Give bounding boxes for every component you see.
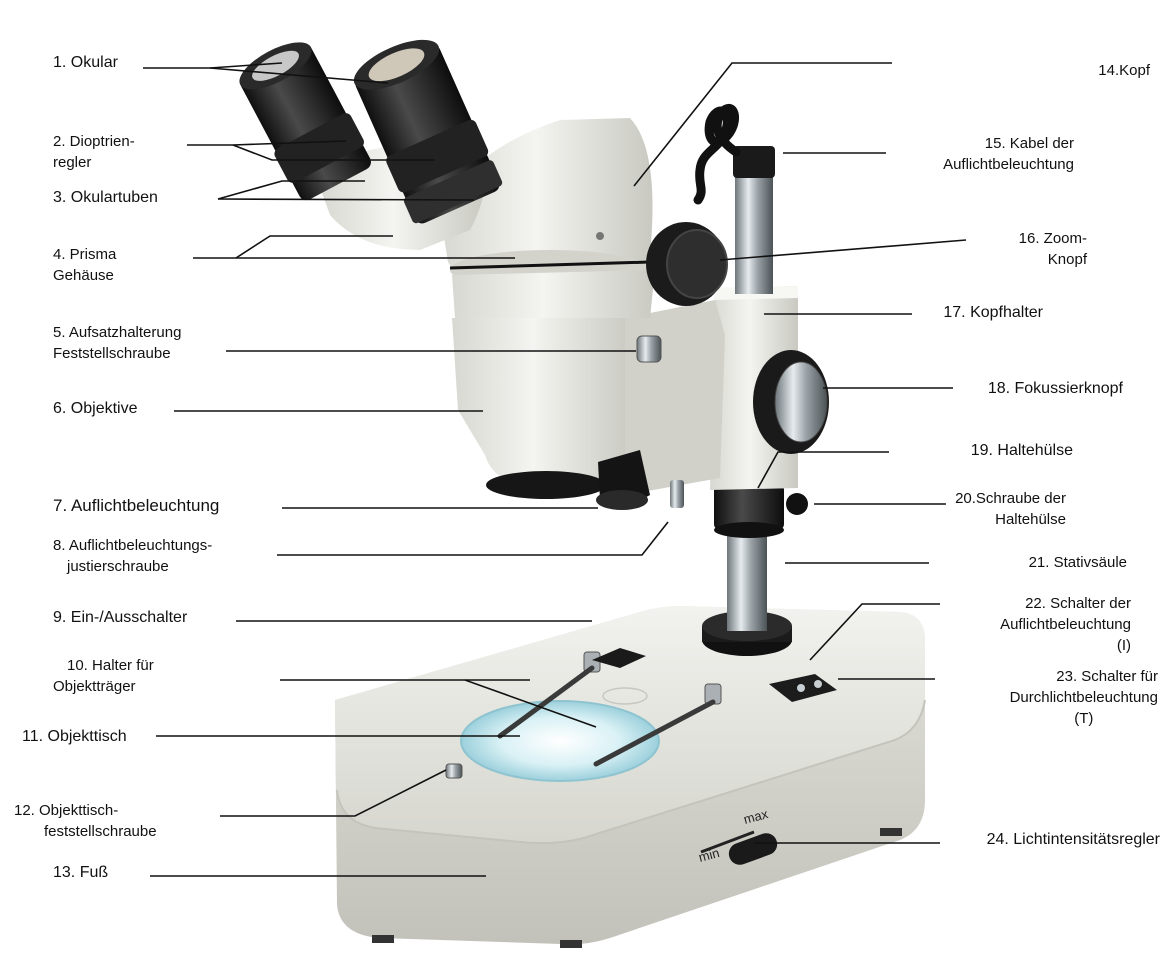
label-line: 5. Aufsatzhalterung bbox=[53, 322, 181, 343]
label-line: 3. Okulartuben bbox=[53, 187, 158, 208]
label-line: 22. Schalter der bbox=[1000, 593, 1131, 614]
label-line: 15. Kabel der bbox=[943, 133, 1074, 154]
label-line: Objektträger bbox=[53, 676, 154, 697]
label-lichtintensitaetsregler: 24. Lichtintensitätsregler bbox=[987, 829, 1160, 850]
label-line: 12. Objekttisch- bbox=[14, 800, 157, 821]
label-line: Auflichtbeleuchtung bbox=[1000, 614, 1131, 635]
label-haltehuelse: 19. Haltehülse bbox=[971, 440, 1073, 461]
label-line: Feststellschraube bbox=[53, 343, 181, 364]
label-line: feststellschraube bbox=[14, 821, 157, 842]
holding-sleeve bbox=[714, 484, 808, 538]
label-line: 23. Schalter für bbox=[1010, 666, 1158, 687]
label-line: Haltehülse bbox=[955, 509, 1066, 530]
label-line: (T) bbox=[1010, 708, 1158, 729]
label-line: 24. Lichtintensitätsregler bbox=[987, 829, 1160, 850]
label-objekttisch-feststellschraube: 12. Objekttisch-feststellschraube bbox=[14, 800, 157, 842]
objective-body bbox=[452, 300, 725, 499]
label-line: Auflichtbeleuchtung bbox=[943, 154, 1074, 175]
label-line: 10. Halter für bbox=[53, 655, 154, 676]
label-line: regler bbox=[53, 152, 135, 173]
label-line: 18. Fokussierknopf bbox=[988, 378, 1123, 399]
label-line: 9. Ein-/Ausschalter bbox=[53, 607, 187, 628]
label-line: 16. Zoom- bbox=[1019, 228, 1087, 249]
label-dioptrienregler: 2. Dioptrien-regler bbox=[53, 131, 135, 173]
label-line: 1. Okular bbox=[53, 52, 118, 73]
focus-knob bbox=[753, 350, 829, 454]
label-stativsaeule: 21. Stativsäule bbox=[1029, 552, 1127, 573]
label-kopfhalter: 17. Kopfhalter bbox=[943, 302, 1043, 323]
label-auflichtbeleuchtung: 7. Auflichtbeleuchtung bbox=[53, 495, 219, 516]
label-line: Durchlichtbeleuchtung bbox=[1010, 687, 1158, 708]
label-objekttisch: 11. Objekttisch bbox=[22, 726, 127, 747]
sleeve-screw bbox=[786, 493, 808, 515]
label-line: 11. Objekttisch bbox=[22, 726, 127, 747]
label-kopf: 14.Kopf bbox=[1098, 60, 1150, 81]
zoom-knob bbox=[646, 222, 727, 306]
label-line: 4. Prisma bbox=[53, 244, 116, 265]
label-objektive: 6. Objektive bbox=[53, 398, 137, 419]
label-line: 21. Stativsäule bbox=[1029, 552, 1127, 573]
label-line: 2. Dioptrien- bbox=[53, 131, 135, 152]
label-zoom-knopf: 16. Zoom-Knopf bbox=[1019, 228, 1087, 270]
label-line: 19. Haltehülse bbox=[971, 440, 1073, 461]
label-okulartuben: 3. Okulartuben bbox=[53, 187, 158, 208]
label-justierschraube: 8. Auflichtbeleuchtungs-justierschraube bbox=[53, 535, 212, 577]
label-fuss: 13. Fuß bbox=[53, 862, 108, 883]
label-line: (I) bbox=[1000, 635, 1131, 656]
arm-lock-screw bbox=[637, 336, 661, 362]
label-line: Gehäuse bbox=[53, 265, 116, 286]
label-fokussierknopf: 18. Fokussierknopf bbox=[988, 378, 1123, 399]
lamp-adjust-screw bbox=[670, 480, 684, 508]
label-line: 17. Kopfhalter bbox=[943, 302, 1043, 323]
label-ein-ausschalter: 9. Ein-/Ausschalter bbox=[53, 607, 187, 628]
label-line: 20.Schraube der bbox=[955, 488, 1066, 509]
label-line: 13. Fuß bbox=[53, 862, 108, 883]
pillar bbox=[702, 525, 792, 656]
label-line: Knopf bbox=[1019, 249, 1087, 270]
label-line: 8. Auflichtbeleuchtungs- bbox=[53, 535, 212, 556]
label-okular: 1. Okular bbox=[53, 52, 118, 73]
label-line: 7. Auflichtbeleuchtung bbox=[53, 495, 219, 516]
stage-lock-screw bbox=[446, 764, 462, 778]
label-line: justierschraube bbox=[53, 556, 212, 577]
label-line: 6. Objektive bbox=[53, 398, 137, 419]
label-line: 14.Kopf bbox=[1098, 60, 1150, 81]
